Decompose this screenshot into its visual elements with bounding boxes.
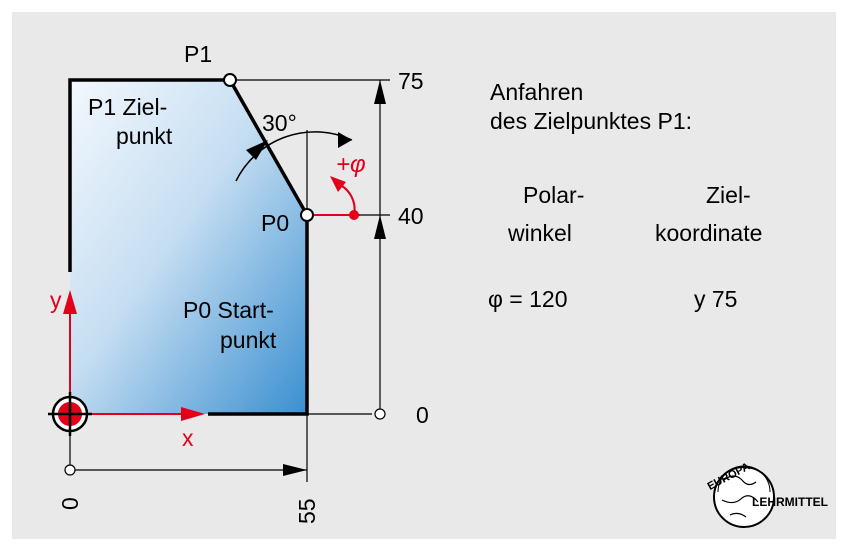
x-axis-arrowhead: [181, 407, 205, 421]
label-p0: P0: [261, 210, 289, 236]
info-col2-value: y 75: [694, 286, 737, 312]
dim-arrow-40: [374, 215, 386, 239]
contour-outline: [68, 78, 309, 416]
label-axis-y: y: [50, 287, 62, 313]
info-col2-head-line2: koordinate: [655, 220, 762, 246]
label-axis-x: x: [182, 425, 194, 451]
label-phi: +φ: [336, 151, 366, 178]
axis-value-40: 40: [398, 203, 424, 229]
phi-arrow: [330, 176, 346, 192]
dim-arrow-55: [283, 464, 307, 476]
axis-value-x55: 55: [294, 498, 320, 524]
axis-value-0: 0: [416, 402, 429, 428]
info-heading-line2: des Zielpunktes P1:: [490, 108, 692, 134]
axis-value-x0: 0: [57, 497, 83, 510]
dim-arrow-75: [374, 80, 386, 104]
label-target-line2: punkt: [116, 123, 173, 149]
origin-symbol-icon: [48, 392, 92, 436]
info-col1-head-line2: winkel: [507, 220, 572, 246]
label-target-line1: P1 Ziel-: [88, 94, 167, 120]
label-start-line2: punkt: [220, 327, 277, 353]
logo-side-text: LEHRMITTEL: [752, 495, 828, 509]
y-axis-arrowhead: [63, 290, 77, 314]
label-p1-top: P1: [184, 41, 212, 67]
point-p1-marker: [223, 73, 237, 87]
axis-value-75: 75: [398, 68, 424, 94]
info-col1-value: φ = 120: [488, 286, 568, 312]
label-start-line1: P0 Start-: [183, 297, 274, 323]
angle-arc-30: [235, 131, 353, 182]
point-p0-marker: [300, 208, 314, 222]
label-angle-30: 30°: [262, 110, 297, 136]
info-col1-head-line1: Polar-: [523, 182, 584, 208]
angle-arrow-left: [246, 140, 268, 160]
europa-lehrmittel-logo-icon: EUROPA LEHRMITTEL: [706, 461, 828, 528]
info-heading-line1: Anfahren: [490, 79, 583, 105]
dim-origin-circle-x: [64, 464, 76, 476]
angle-arrow-right: [338, 132, 352, 148]
info-col2-head-line1: Ziel-: [706, 182, 751, 208]
dim-origin-circle: [374, 408, 386, 420]
